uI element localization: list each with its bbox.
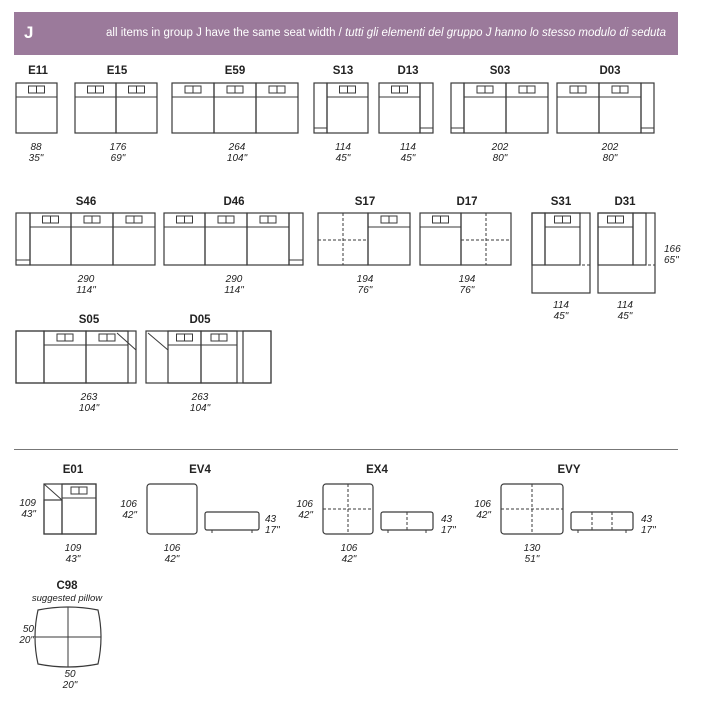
- D46-arm: [288, 212, 304, 266]
- pillow-note: suggested pillow: [31, 593, 103, 604]
- code-S31: S31: [550, 196, 572, 208]
- description-en: all items in group J have the same seat …: [106, 27, 336, 39]
- D05-outline: [145, 330, 272, 384]
- E15-seat-1: [115, 82, 158, 134]
- S03-seat-1: [505, 82, 549, 134]
- code-S03: S03: [489, 65, 511, 77]
- description-it: tutti gli elementi del gruppo J hanno lo…: [345, 27, 666, 39]
- code-C98: C98: [56, 580, 78, 592]
- D31-arm: [632, 212, 647, 266]
- code-D03: D03: [599, 65, 621, 77]
- code-D05: D05: [189, 314, 211, 326]
- S31-body: [531, 212, 591, 294]
- EVY-side: [570, 511, 634, 531]
- code-E15: E15: [106, 65, 128, 77]
- code-E59: E59: [224, 65, 246, 77]
- section-divider: [14, 449, 678, 450]
- code-EVY: EVY: [557, 464, 581, 476]
- E01-corner: [43, 483, 63, 501]
- S03-arm: [450, 82, 465, 134]
- D05-corner: [147, 332, 169, 351]
- EV4-top: [146, 483, 198, 535]
- S46-arm: [15, 212, 31, 266]
- D13-arm: [419, 82, 434, 134]
- S05-seat-1: [85, 330, 129, 384]
- E01-left: [43, 499, 63, 535]
- group-letter: J: [24, 23, 34, 42]
- D05-right: [242, 330, 272, 384]
- E59-seat-2: [255, 82, 299, 134]
- group-header: J all items in group J have the same sea…: [14, 12, 678, 55]
- C98-pillow: [34, 606, 102, 668]
- code-D13: D13: [397, 65, 419, 77]
- code-S05: S05: [78, 314, 100, 326]
- S13-seat-0: [326, 82, 369, 134]
- code-S46: S46: [75, 196, 97, 208]
- code-D46: D46: [223, 196, 245, 208]
- code-D17: D17: [456, 196, 478, 208]
- D03-arm: [640, 82, 655, 134]
- code-E11: E11: [28, 65, 48, 77]
- S46-seat-2: [112, 212, 156, 266]
- S05-left: [15, 330, 45, 384]
- S05-outline: [15, 330, 137, 384]
- code-EX4: EX4: [366, 464, 388, 476]
- code-EV4: EV4: [189, 464, 211, 476]
- code-E01: E01: [62, 464, 84, 476]
- group-description: all items in group J have the same seat …: [106, 27, 666, 39]
- S05-corner: [116, 332, 137, 351]
- description-separator: /: [335, 27, 346, 39]
- S13-arm: [313, 82, 328, 134]
- code-D31: D31: [614, 196, 636, 208]
- EV4-side: [204, 511, 260, 531]
- code-S13: S13: [332, 65, 354, 77]
- D05-seat-1: [200, 330, 238, 384]
- E11-seat-0: [15, 82, 58, 134]
- code-S17: S17: [354, 196, 376, 208]
- S17-seat-0: [367, 212, 411, 266]
- S31-arm: [531, 212, 546, 266]
